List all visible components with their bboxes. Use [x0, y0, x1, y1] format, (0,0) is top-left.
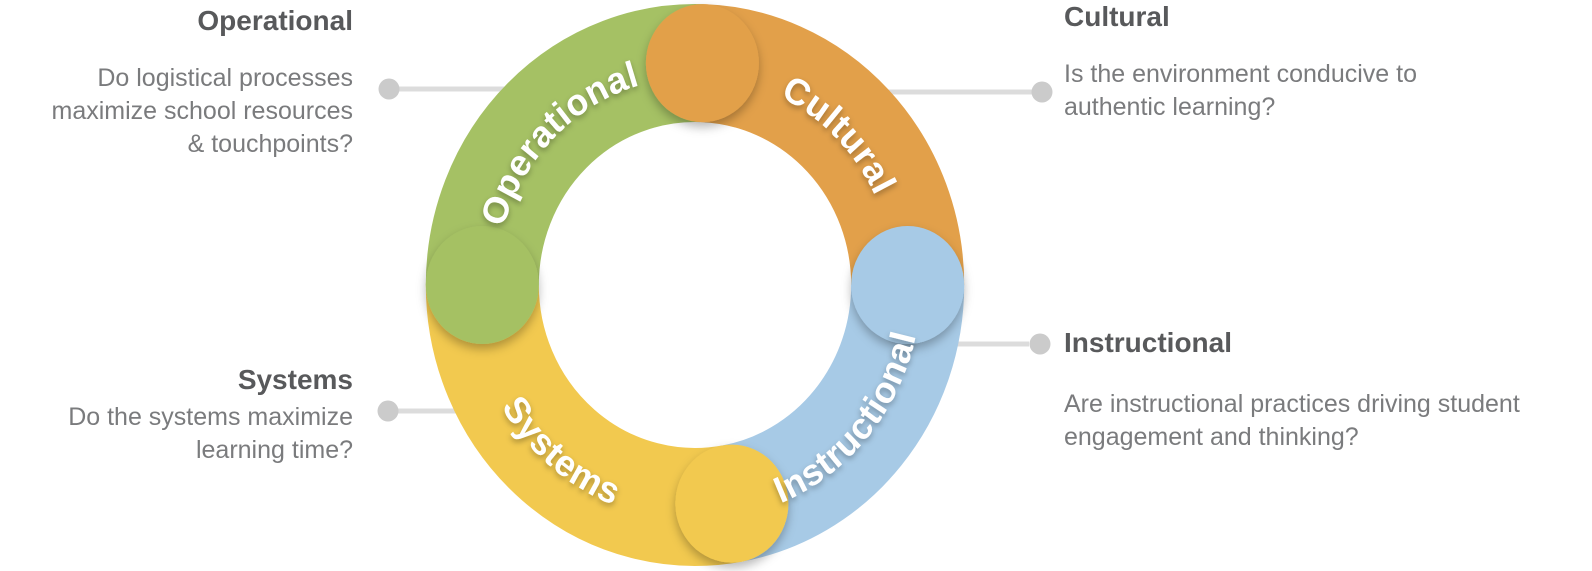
callout-operational: Operational Do logistical processes maxi…	[0, 4, 354, 161]
segment-cap-cultural	[645, 4, 759, 123]
callout-title: Systems	[237, 364, 353, 395]
callout-question: Do logistical processes maximize school …	[51, 64, 354, 158]
segment-cap-operational	[425, 226, 539, 344]
callout-question: Is the environment conducive to authenti…	[1064, 60, 1417, 121]
connector-dot-instructional	[1029, 333, 1051, 355]
callout-question: Are instructional practices driving stud…	[1064, 390, 1520, 451]
callout-question: Do the systems maximize learning time?	[68, 403, 353, 464]
callout-title: Cultural	[1064, 1, 1170, 32]
segment-cap-instructional	[851, 226, 965, 344]
callout-title: Instructional	[1064, 327, 1233, 358]
connector-dot-systems	[377, 400, 399, 422]
connector-dot-cultural	[1031, 81, 1053, 103]
callout-title: Operational	[197, 5, 353, 36]
segment-cap-systems	[675, 444, 789, 563]
callout-systems: Systems Do the systems maximize learning…	[0, 363, 353, 467]
callout-instructional: Instructional Are instructional practice…	[1064, 326, 1584, 454]
connector-dot-operational	[378, 78, 400, 100]
callout-cultural: Cultural Is the environment conducive to…	[1064, 0, 1584, 124]
donut-diagram: Operational Cultural Instructional Syste…	[425, 4, 965, 566]
